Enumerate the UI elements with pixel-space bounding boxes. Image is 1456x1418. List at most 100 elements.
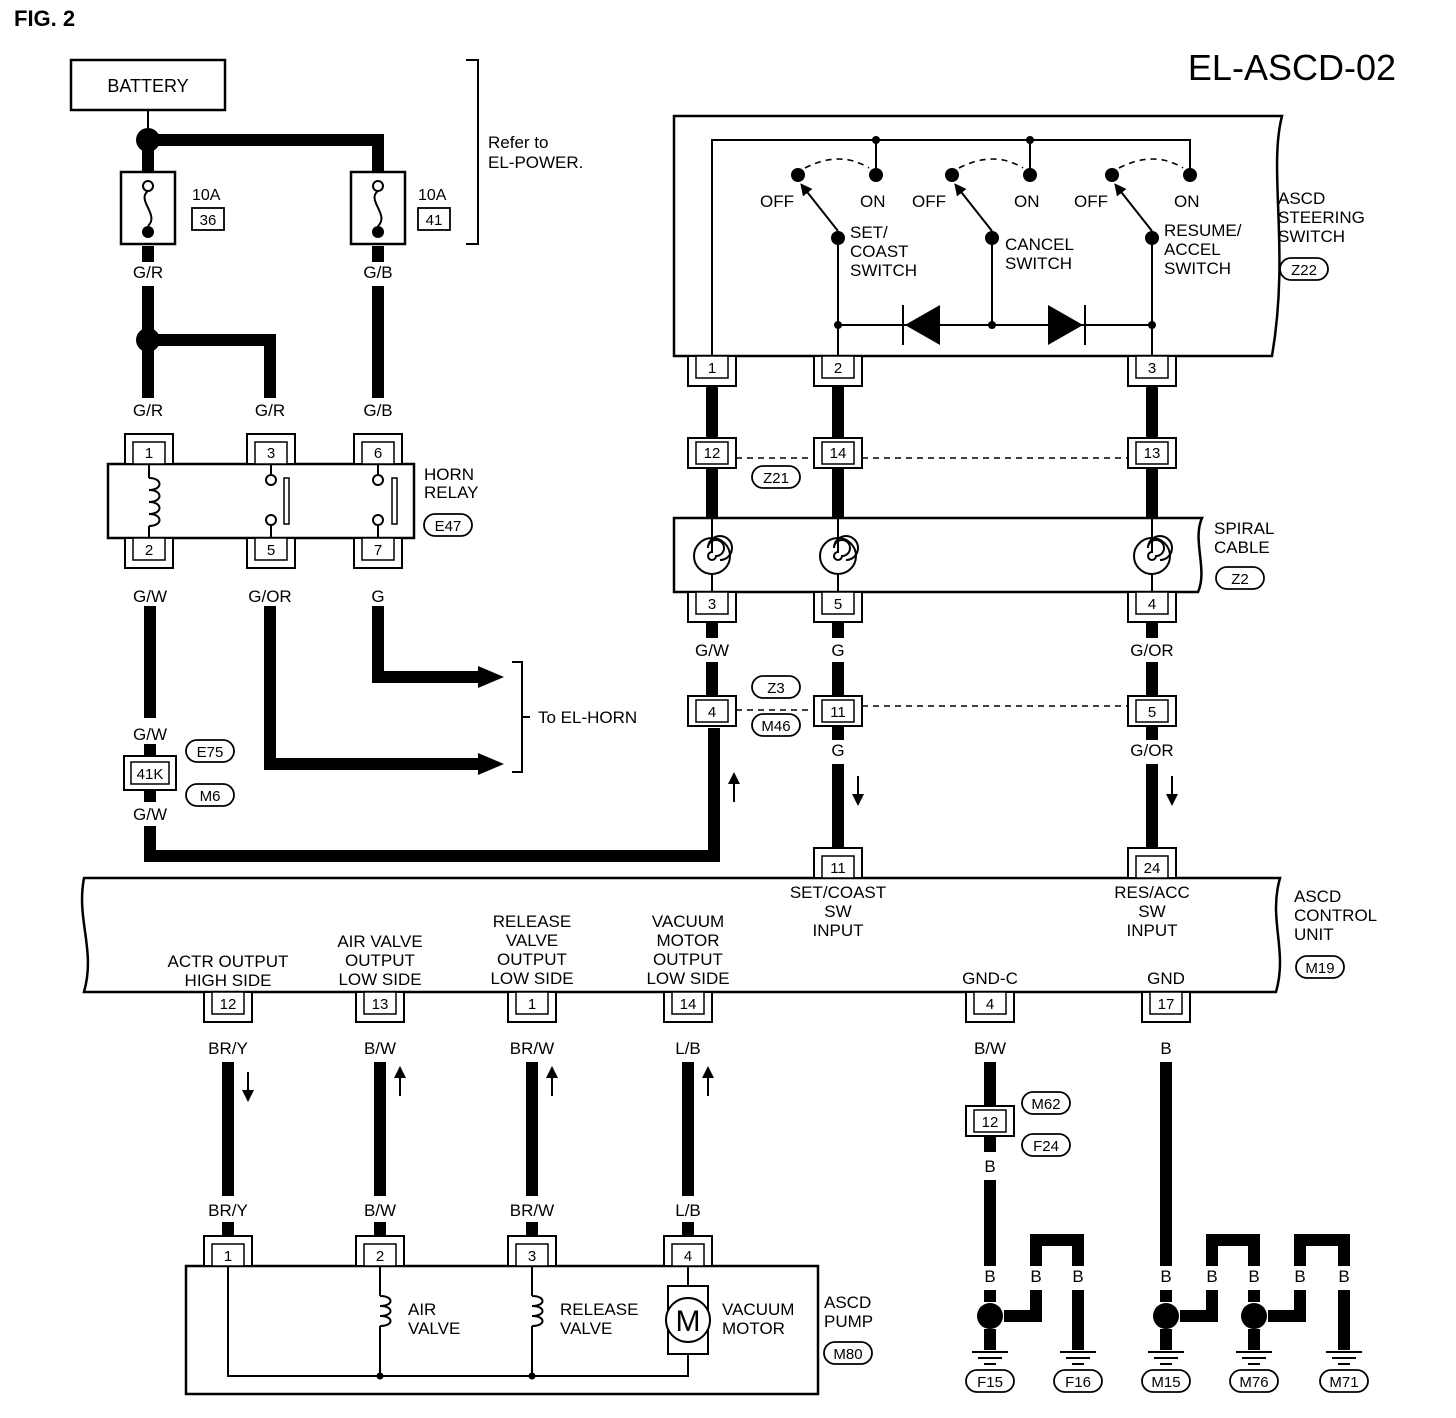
svg-text:4: 4 bbox=[986, 996, 994, 1013]
release-valve-label-4: LOW SIDE bbox=[490, 969, 573, 988]
steering-switch-circuit bbox=[711, 136, 1197, 360]
set-switch-label-2: COAST bbox=[850, 242, 909, 261]
f24-label: F24 bbox=[1033, 1138, 1059, 1155]
fuse-36-number: 36 bbox=[200, 212, 217, 229]
pump-internal-circuit bbox=[227, 1266, 711, 1380]
release-valve-label-1: RELEASE bbox=[493, 912, 571, 931]
spiral-cable-title-1: SPIRAL bbox=[1214, 519, 1274, 538]
pump-title-2: PUMP bbox=[824, 1312, 873, 1331]
vacuum-motor-label-4: LOW SIDE bbox=[646, 969, 729, 988]
wire-bw-3: B/W bbox=[974, 1039, 1006, 1058]
wire-gb-2: G/B bbox=[363, 401, 392, 420]
wire-gr-1: G/R bbox=[133, 263, 163, 282]
svg-text:1: 1 bbox=[708, 360, 716, 377]
ground-m76: M76 bbox=[1239, 1374, 1268, 1391]
ground-symbols bbox=[972, 1351, 1362, 1365]
svg-text:13: 13 bbox=[1144, 445, 1161, 462]
wire-lb-2: L/B bbox=[675, 1201, 701, 1220]
z21-label: Z21 bbox=[763, 470, 789, 487]
ground-icon bbox=[1326, 1351, 1362, 1365]
control-unit-top-pins: 11 24 bbox=[813, 847, 1177, 879]
wire-brw-2: BR/W bbox=[510, 1201, 554, 1220]
control-unit-box bbox=[80, 876, 1282, 994]
spiral-cable-connector: Z2 bbox=[1231, 571, 1249, 588]
ground-m71: M71 bbox=[1329, 1374, 1358, 1391]
horn-relay: 1 3 6 2 5 7 bbox=[106, 433, 416, 569]
to-horn-label: To EL-HORN bbox=[538, 708, 637, 727]
cancel-switch-label-2: SWITCH bbox=[1005, 254, 1072, 273]
wire-gw-4: G/W bbox=[695, 641, 729, 660]
wire-bry-2: BR/Y bbox=[208, 1201, 248, 1220]
joint-connector-41k: 41K bbox=[123, 755, 177, 791]
arrow-right-icon bbox=[478, 753, 504, 775]
battery: BATTERY bbox=[69, 58, 227, 112]
cancel-off-label: OFF bbox=[912, 192, 946, 211]
battery-label: BATTERY bbox=[107, 76, 188, 96]
set-input-label-1: SET/COAST bbox=[790, 883, 886, 902]
gnd-label: GND bbox=[1147, 969, 1185, 988]
res-input-label-1: RES/ACC bbox=[1114, 883, 1190, 902]
control-unit-title-2: CONTROL bbox=[1294, 906, 1377, 925]
fuse-36 bbox=[119, 170, 177, 246]
relay-pin-5: 5 bbox=[267, 542, 275, 559]
motor-icon bbox=[665, 1297, 711, 1343]
pump-release-label-1: RELEASE bbox=[560, 1300, 638, 1319]
z3-m46-connector: 4 11 5 bbox=[687, 695, 1177, 727]
svg-text:41K: 41K bbox=[137, 766, 164, 783]
m46-label: M46 bbox=[761, 718, 790, 735]
vacuum-motor-label-2: MOTOR bbox=[657, 931, 720, 950]
actr-label-2: HIGH SIDE bbox=[185, 971, 272, 990]
air-valve-label-1: AIR VALVE bbox=[337, 932, 422, 951]
svg-text:3: 3 bbox=[528, 1248, 536, 1265]
ground-icon bbox=[1060, 1351, 1096, 1365]
control-unit-connector: M19 bbox=[1305, 960, 1334, 977]
res-input-label-3: INPUT bbox=[1127, 921, 1178, 940]
set-input-label-2: SW bbox=[824, 902, 851, 921]
z3-label: Z3 bbox=[767, 680, 785, 697]
ground-icon bbox=[1148, 1351, 1184, 1365]
spiral-cable-coils bbox=[693, 518, 1173, 594]
wire-g-3: G bbox=[831, 641, 844, 660]
res-input-label-2: SW bbox=[1138, 902, 1165, 921]
wire-b-10: B bbox=[1338, 1267, 1349, 1286]
wire-b-1: B bbox=[1160, 1039, 1171, 1058]
svg-text:14: 14 bbox=[680, 996, 697, 1013]
svg-text:11: 11 bbox=[830, 860, 846, 877]
steering-switch-title-2: STEERING bbox=[1278, 208, 1365, 227]
fuse-36-amp: 10A bbox=[192, 187, 221, 204]
svg-text:13: 13 bbox=[372, 996, 389, 1013]
air-valve-label-2: OUTPUT bbox=[345, 951, 415, 970]
vacuum-motor-label-1: VACUUM bbox=[652, 912, 724, 931]
horn-relay-connector: E47 bbox=[435, 518, 462, 535]
joint-connector-bottom: M6 bbox=[200, 788, 221, 805]
svg-text:5: 5 bbox=[834, 596, 842, 613]
relay-pin-2: 2 bbox=[145, 542, 153, 559]
z21-connector: 12 14 13 bbox=[687, 437, 1177, 469]
wire-gr-3: G/R bbox=[255, 401, 285, 420]
control-unit-bottom-pins: 12 13 1 14 4 17 bbox=[203, 991, 1191, 1023]
ground-node bbox=[1241, 1303, 1267, 1329]
resume-off-label: OFF bbox=[1074, 192, 1108, 211]
wire-b-7: B bbox=[1206, 1267, 1217, 1286]
svg-text:4: 4 bbox=[708, 704, 716, 721]
wire-b-3: B bbox=[984, 1267, 995, 1286]
refer-bracket bbox=[466, 59, 479, 245]
fuse-41 bbox=[349, 170, 407, 246]
wire-gb-1: G/B bbox=[363, 263, 392, 282]
svg-text:3: 3 bbox=[1148, 360, 1156, 377]
vacuum-motor-label-3: OUTPUT bbox=[653, 950, 723, 969]
wire-gor-3: G/OR bbox=[1130, 641, 1173, 660]
svg-text:24: 24 bbox=[1144, 860, 1161, 877]
release-valve-label-2: VALVE bbox=[506, 931, 558, 950]
wire-lb-1: L/B bbox=[675, 1039, 701, 1058]
motor-symbol: M bbox=[676, 1305, 701, 1338]
spiral-cable-title-2: CABLE bbox=[1214, 538, 1270, 557]
spiral-cable-box bbox=[672, 516, 1204, 594]
ground-f16: F16 bbox=[1065, 1374, 1091, 1391]
pump-connector: M80 bbox=[833, 1346, 862, 1363]
wire-b-9: B bbox=[1294, 1267, 1305, 1286]
ground-icon bbox=[972, 1351, 1008, 1365]
svg-text:4: 4 bbox=[684, 1248, 692, 1265]
svg-text:14: 14 bbox=[830, 445, 847, 462]
